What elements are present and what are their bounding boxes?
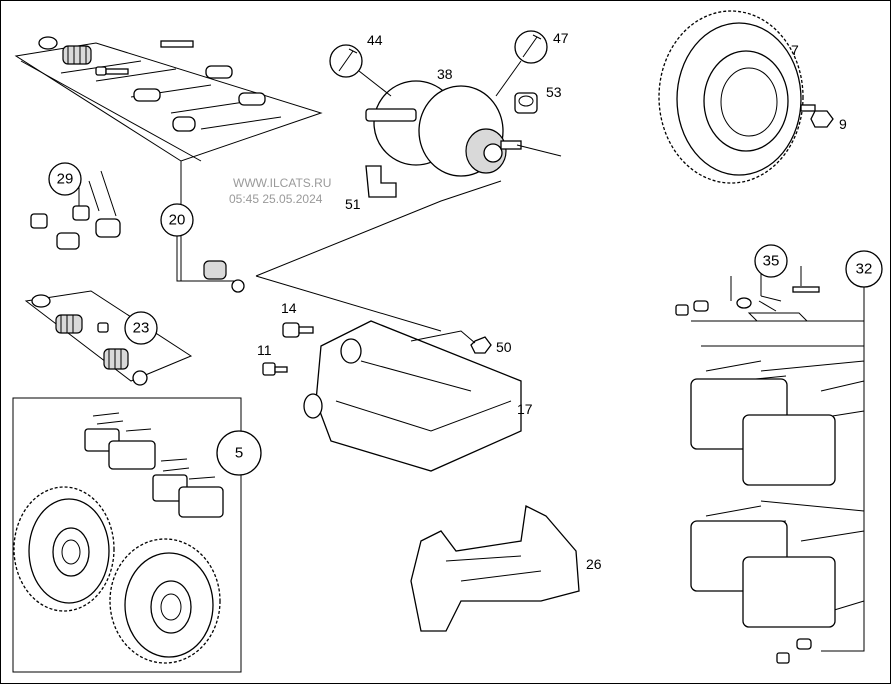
clip-part[interactable] [38,36,58,50]
callout-50-label: 50 [496,339,512,355]
callout-20-label: 20 [169,212,186,229]
brake-disc-set-1[interactable] [13,486,115,612]
bolt-9[interactable] [800,104,834,128]
callout-32[interactable] [845,250,883,288]
callout-47-label: 47 [553,30,569,46]
callout-29[interactable] [48,162,82,196]
wrench-icon-47[interactable] [514,30,548,64]
screw-14[interactable] [282,322,314,338]
pad-set-bottom[interactable] [152,458,224,518]
kit-20[interactable]: 20 [160,203,245,293]
callout-53-label: 53 [546,84,562,100]
callout-14-label: 14 [281,300,297,316]
callout-23-label: 23 [133,320,150,337]
kit-5-box[interactable]: 5 [12,397,262,673]
callout-51-label: 51 [345,196,361,212]
callout-17-label: 17 [517,401,533,417]
pad-set-top[interactable] [84,412,156,470]
callout-9-label: 9 [839,116,847,132]
caliper-carrier-26[interactable] [410,505,580,632]
guide-pin-kit[interactable] [14,36,323,281]
callout-29-label: 29 [57,171,74,188]
screw-11[interactable] [262,362,288,376]
pin-sleeve-2-part[interactable] [238,92,266,106]
callout-35[interactable] [754,244,788,278]
callout-44-label: 44 [367,32,383,48]
callout-11-label: 11 [257,342,272,358]
brake-disc-7[interactable] [658,10,804,184]
brake-chamber-38[interactable] [255,80,562,332]
wrench-icon-44[interactable] [329,44,363,78]
bushing-part[interactable] [172,116,196,132]
pin-part[interactable] [160,40,194,48]
kit-35[interactable]: 35 [730,244,820,322]
kit-23[interactable]: 23 [24,290,193,386]
pin-sleeve-part[interactable] [205,65,233,79]
pad-set-32[interactable]: 32 [675,250,883,664]
callout-5[interactable] [216,430,262,476]
watermark-site: WWW.ILCATS.RU [233,176,331,190]
brake-disc-set-2[interactable] [109,538,221,664]
elbow-fitting-51[interactable] [365,165,397,198]
caliper-17[interactable] [303,320,522,472]
callout-23[interactable] [124,311,158,345]
callout-5-label: 5 [235,445,243,462]
callout-7-label: 7 [791,42,799,58]
callout-20[interactable] [160,203,194,237]
sleeve-part[interactable] [133,88,161,102]
callout-26-label: 26 [586,556,602,572]
callout-38-label: 38 [437,66,453,82]
callout-32-label: 32 [856,261,873,278]
callout-35-label: 35 [763,253,780,270]
kit-29[interactable]: 29 [30,162,121,250]
nut-50[interactable] [470,336,492,354]
dust-boot-part[interactable] [62,45,92,65]
part-53[interactable] [514,92,538,114]
watermark-timestamp: 05:45 25.05.2024 [229,192,323,206]
bolt-part[interactable] [95,66,129,76]
